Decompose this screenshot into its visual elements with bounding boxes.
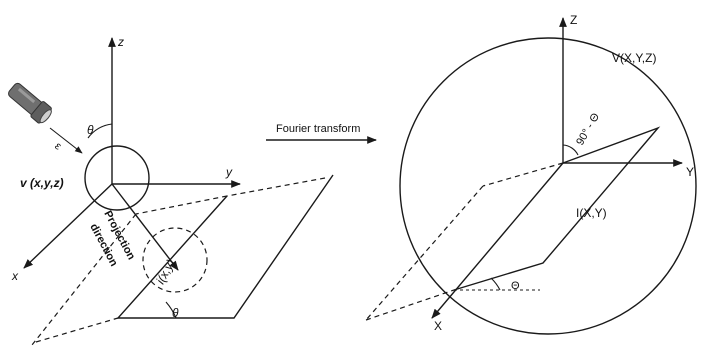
left-panel: z y x θ ε v (x,y,z) Projection direction — [8, 35, 334, 346]
right-plane-dashed-bottom — [365, 289, 455, 321]
left-plane-dashed-left — [31, 213, 137, 346]
right-z-label: Z — [570, 13, 577, 27]
left-theta-arc — [87, 123, 113, 139]
right-x-axis — [431, 162, 564, 319]
left-projection-circle — [142, 227, 208, 293]
beam-label: ε — [52, 140, 63, 153]
right-plane-dashed-left — [482, 162, 564, 187]
right-theta-arc — [490, 277, 501, 291]
left-volume-label: v (x,y,z) — [20, 176, 64, 190]
left-object-sphere — [84, 145, 150, 211]
right-plane-dashed-lower — [365, 185, 484, 321]
left-plane-dashed-bottom — [35, 317, 119, 343]
right-y-label: Y — [686, 165, 694, 179]
right-panel: V(X,Y,Z) Z Y X 90° - Θ I(X,Y) Θ — [365, 13, 697, 335]
right-x-label: X — [434, 319, 442, 333]
left-x-label: x — [11, 269, 19, 283]
fourier-sphere — [399, 37, 697, 335]
right-angle-label: 90° - Θ — [574, 111, 602, 148]
left-plane-dashed-top — [135, 195, 228, 215]
flashlight-icon — [8, 82, 52, 124]
left-theta-top-label: θ — [87, 123, 94, 137]
left-theta-bottom-label: θ — [172, 306, 179, 320]
left-y-label: y — [225, 165, 233, 179]
right-image-label: I(X,Y) — [576, 206, 607, 220]
left-theta-bottom-arc — [165, 301, 177, 319]
beam-arrow — [49, 127, 83, 154]
right-angle-arc — [562, 144, 579, 156]
right-theta-label: Θ — [511, 280, 520, 292]
projection-direction-line — [111, 183, 179, 271]
left-plane-dashed-right — [226, 177, 326, 197]
left-image-label: i(x,y) — [153, 257, 178, 287]
fourier-transform-label: Fourier transform — [276, 123, 360, 135]
left-x-axis — [23, 183, 113, 269]
right-plane-solid — [453, 126, 661, 291]
left-z-label: z — [117, 35, 124, 49]
right-volume-label: V(X,Y,Z) — [612, 51, 656, 65]
fourier-transform-group: Fourier transform — [266, 123, 377, 144]
